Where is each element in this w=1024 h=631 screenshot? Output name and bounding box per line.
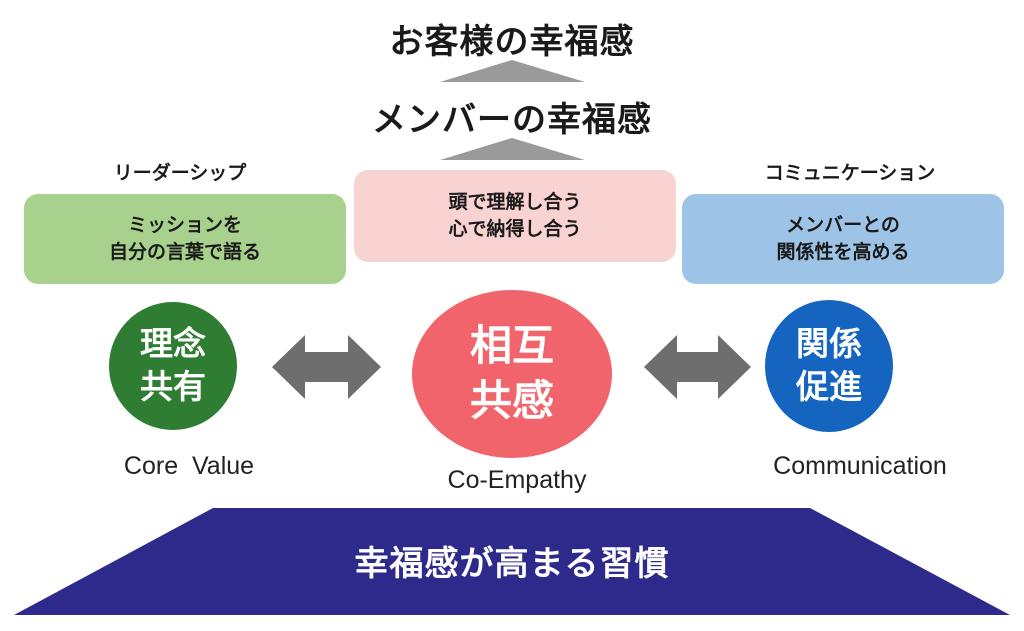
double-arrow-right-icon	[644, 335, 751, 399]
co-empathy-circle: 相互 共感	[412, 290, 612, 458]
up-triangle-mid	[440, 138, 585, 160]
up-triangle-top	[440, 60, 585, 82]
communication-heading: コミュニケーション	[764, 162, 936, 184]
top-title: お客様の幸福感	[389, 22, 635, 62]
base-trapezoid	[14, 508, 1010, 615]
double-arrow-left-icon	[272, 335, 381, 399]
base-label: 幸福感が高まる習慣	[354, 544, 670, 584]
co-empathy-caption: Co-Empathy	[447, 466, 587, 494]
mission-box: ミッションを 自分の言葉で語る	[24, 194, 346, 284]
core-value-circle: 理念 共有	[109, 302, 237, 430]
mid-title: メンバーの幸福感	[372, 100, 652, 140]
communication-circle: 関係 促進	[765, 300, 893, 432]
empathy-box: 頭で理解し合う 心で納得し合う	[354, 170, 676, 262]
leadership-heading: リーダーシップ	[113, 162, 247, 184]
core-value-caption: Core Value	[123, 452, 255, 480]
relationship-box: メンバーとの 関係性を高める	[682, 194, 1004, 284]
communication-caption: Communication	[773, 452, 947, 480]
